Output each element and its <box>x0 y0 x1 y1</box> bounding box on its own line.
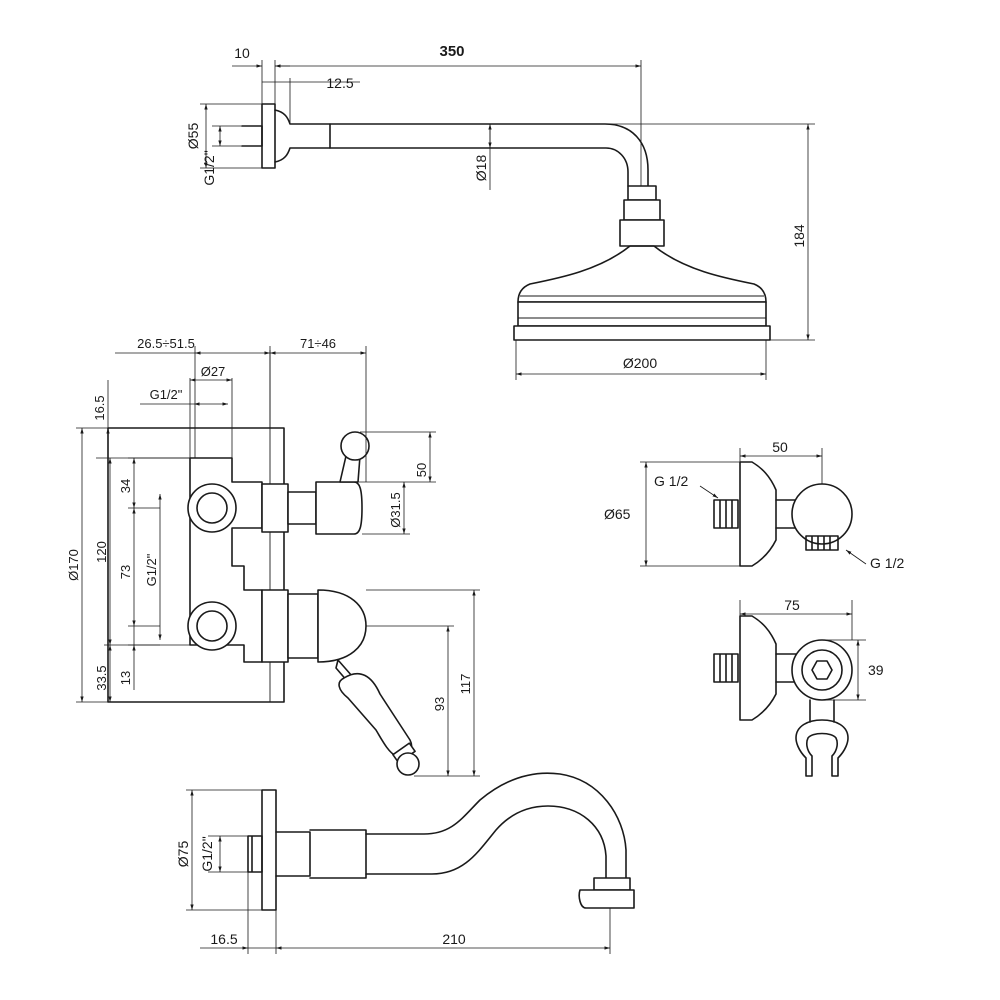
dim-body-dia-label: Ø27 <box>201 364 226 379</box>
dim-10-label: 10 <box>234 45 250 61</box>
dim-50-outlet-label: 50 <box>772 439 788 455</box>
dim-39-label: 39 <box>868 662 884 678</box>
wall-outlet-side-flange <box>739 461 777 567</box>
wall-outlet-side-view <box>713 461 853 567</box>
valve-lower-knob <box>317 589 367 663</box>
shower-arm-pipe <box>329 123 649 187</box>
dim-spout-thread-label: G1/2" <box>199 836 215 871</box>
dim-210-label: 210 <box>442 931 466 947</box>
spout-outlet-nut <box>593 877 631 891</box>
valve-upper-knob <box>315 481 363 535</box>
dim-13-label: 13 <box>118 671 133 685</box>
valve-dimensions: 26.5÷51.5 71÷46 Ø27 G1/2" Ø170 16.5 120 … <box>66 336 480 777</box>
shower-head-rim <box>517 301 767 327</box>
shower-head-bell <box>517 245 767 303</box>
spout-outlet-aerator <box>578 889 635 909</box>
spout-wall-flange <box>261 789 277 911</box>
shower-arm-wall-flange <box>261 103 276 169</box>
wall-outlet-side-ball <box>791 483 853 545</box>
thread-in-label: G 1/2 <box>654 473 688 489</box>
valve-body <box>189 457 263 663</box>
shower-arm-thread-stub <box>241 125 263 147</box>
wall-outlet-front-holder-clip <box>795 719 849 777</box>
wall-outlet-side-thread <box>713 499 739 529</box>
dim-184-label: 184 <box>791 224 807 248</box>
dim-thread-side-label: G1/2" <box>144 553 159 586</box>
spout-pipe <box>365 772 627 881</box>
dim-outlet-flange-dia-label: Ø65 <box>604 506 631 522</box>
dim-16-5-spout-label: 16.5 <box>210 931 237 947</box>
shower-head-nut-upper <box>627 185 657 201</box>
dim-flange-dia-label: Ø55 <box>185 123 201 150</box>
dim-73-label: 73 <box>118 565 133 579</box>
dim-71-46-label: 71÷46 <box>300 336 336 351</box>
dim-93-label: 93 <box>432 697 447 711</box>
dim-pipe-dia-label: Ø18 <box>473 155 489 182</box>
shower-arm-collar <box>274 109 331 163</box>
spout-view <box>247 772 635 911</box>
wall-outlet-front-view <box>713 615 853 777</box>
shower-head-neck <box>619 219 665 247</box>
spout-thread-stub <box>247 835 263 873</box>
dim-head-dia-label: Ø200 <box>623 355 657 371</box>
dim-spout-flange-dia-label: Ø75 <box>175 841 191 868</box>
shower-head-face <box>513 325 771 341</box>
valve-lower-handle-ball <box>396 752 420 776</box>
wall-outlet-side-outlet-thread <box>805 535 839 551</box>
valve-view <box>107 350 420 776</box>
shower-head-nut-lower <box>623 199 661 221</box>
valve-upper-spindle <box>287 491 317 525</box>
valve-lower-spindle <box>287 593 319 659</box>
wall-outlet-front-flange <box>739 615 777 721</box>
valve-upper-spindle-sleeve <box>261 483 289 533</box>
dim-50-valve-label: 50 <box>414 463 429 477</box>
valve-cover-plate <box>107 427 285 703</box>
dim-75-label: 75 <box>784 597 800 613</box>
wall-outlet-front-dimensions: 75 39 <box>739 597 884 701</box>
valve-inlet-upper-bore <box>196 492 228 524</box>
dim-170-label: Ø170 <box>66 549 81 581</box>
dim-350-label: 350 <box>439 43 464 60</box>
spout-collar <box>275 829 367 879</box>
dim-120-label: 120 <box>94 541 109 563</box>
dim-16-5-label: 16.5 <box>92 395 107 420</box>
wall-outlet-front-thread <box>713 653 739 683</box>
dim-117-label: 117 <box>458 674 473 695</box>
valve-lower-spindle-sleeve <box>261 589 289 663</box>
wall-outlet-front-ring-inner <box>801 649 843 691</box>
thread-out-label: G 1/2 <box>870 555 904 571</box>
shower-arm-dimensions: 350 10 12.5 Ø55 G1/2" Ø18 184 Ø200 <box>185 43 815 380</box>
wall-outlet-front-hex <box>811 660 833 680</box>
valve-lower-handle <box>338 672 413 757</box>
dim-33-5-label: 33.5 <box>94 665 109 690</box>
dim-thread-label: G1/2" <box>201 150 217 185</box>
shower-arm-view <box>241 103 771 341</box>
dim-spindle-dia-label: Ø31.5 <box>388 492 403 527</box>
valve-inlet-lower-bore <box>196 610 228 642</box>
dim-26-5-51-5-label: 26.5÷51.5 <box>137 336 195 351</box>
valve-upper-lever-ball <box>340 431 370 461</box>
dim-12-5-label: 12.5 <box>326 75 353 91</box>
spout-dimensions: Ø75 G1/2" 16.5 210 <box>175 789 611 954</box>
dim-34-label: 34 <box>118 479 133 493</box>
wall-outlet-front-holder-stem <box>809 699 835 723</box>
wall-outlet-side-dimensions: 50 G 1/2 Ø65 G 1/2 <box>604 439 904 571</box>
dim-thread-top-label: G1/2" <box>150 387 183 402</box>
